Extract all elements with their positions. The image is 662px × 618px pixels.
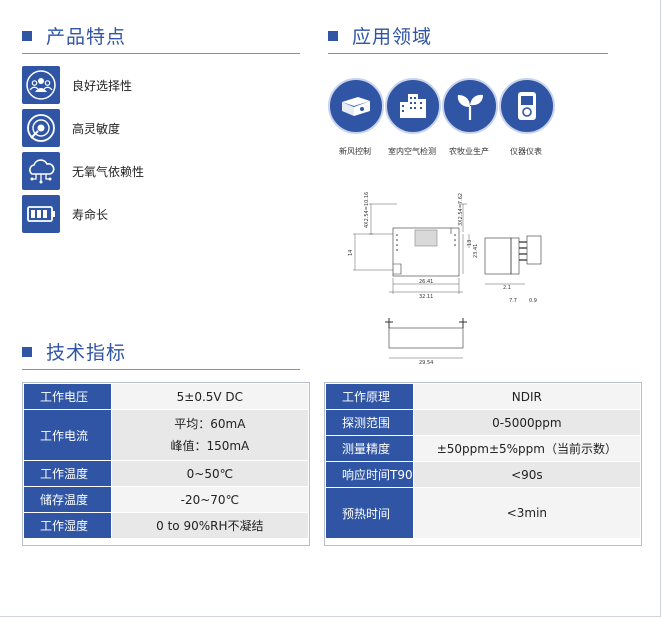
dim-label: 26.41 [419,279,433,285]
dim-label: 4X2.54=10.16 [364,192,370,228]
spec-table-left: 工作电压 5±0.5V DC 工作电流 平均：60mA 峰值：150mA 工作温… [22,382,310,546]
spec-value: <3min [412,487,642,539]
table-row: 预热时间 <3min [325,487,642,539]
table-row: 工作电压 5±0.5V DC [23,383,310,410]
feature-label: 无氧气依赖性 [72,165,145,179]
application-item: 仪器仪表 [499,78,555,158]
spec-value: 0-5000ppm [412,409,642,436]
spec-value: <90s [412,461,642,488]
dim-label: 29.54 [419,360,433,366]
features-section-heading: 产品特点 [22,22,300,54]
spec-key: 测量精度 [325,435,414,462]
application-item: 新风控制 [328,78,384,158]
dimension-drawing: 4X2.54=10.16 3X2.54=7.62 14 23.41 13 2.1… [348,192,542,366]
table-row: 储存温度 -20~70℃ [23,486,310,513]
people-group-icon [22,66,60,104]
dim-label: 23.41 [473,244,479,258]
table-row: 工作温度 0~50℃ [23,460,310,487]
application-label: 农牧业生产 [449,147,489,156]
buildings-icon [385,78,441,134]
battery-icon [22,195,60,233]
applications-title: 应用领域 [352,26,433,48]
spec-value: ±50ppm±5%ppm（当前示数） [412,435,642,462]
dim-label: 14 [348,250,354,256]
spec-value: 0 to 90%RH不凝结 [110,512,310,539]
dim-label: 3X2.54=7.62 [458,193,464,226]
spec-key: 工作温度 [23,460,112,487]
heading-marker [22,347,32,357]
table-row: 工作电流 平均：60mA 峰值：150mA [23,409,310,461]
specs-title: 技术指标 [46,342,127,364]
spec-key: 储存温度 [23,486,112,513]
spec-value: 5±0.5V DC [110,383,310,410]
spec-key: 工作原理 [325,383,414,410]
handheld-meter-icon [499,78,555,134]
applications-row: 新风控制 室内空气检测 [328,78,555,158]
sprout-icon [442,78,498,134]
dim-label: 13 [467,240,473,246]
spec-key: 工作电流 [23,409,112,461]
table-row: 探测范围 0-5000ppm [325,409,642,436]
cloud-network-icon [22,152,60,190]
spec-value: -20~70℃ [110,486,310,513]
spec-value-line: 平均：60mA [174,417,246,431]
dim-label: 2.1 [503,285,511,291]
application-item: 室内空气检测 [385,78,441,158]
heading-rule [22,369,300,370]
application-item: 农牧业生产 [442,78,498,158]
heading-marker [328,31,338,41]
air-purifier-icon [328,78,384,134]
target-sensor-icon [22,109,60,147]
spec-key: 探测范围 [325,409,414,436]
dim-label: 7.7 [509,298,517,304]
feature-label: 良好选择性 [72,79,133,93]
spec-value: NDIR [412,383,642,410]
feature-label: 高灵敏度 [72,122,121,136]
spec-value-line: 峰值：150mA [170,439,250,453]
specs-section-heading: 技术指标 [22,338,300,370]
applications-section-heading: 应用领域 [328,22,608,54]
spec-table-right: 工作原理 NDIR 探测范围 0-5000ppm 测量精度 ±50ppm±5%p… [324,382,642,546]
spec-key: 响应时间T90 [325,461,414,488]
features-title: 产品特点 [46,26,127,48]
feature-label: 寿命长 [72,208,109,222]
spec-value: 平均：60mA 峰值：150mA [110,409,310,461]
spec-key: 预热时间 [325,487,414,539]
heading-rule [22,53,300,54]
table-row: 响应时间T90 <90s [325,461,642,488]
heading-rule [328,53,608,54]
table-row: 工作原理 NDIR [325,383,642,410]
application-label: 室内空气检测 [388,147,436,156]
table-row: 工作湿度 0 to 90%RH不凝结 [23,512,310,539]
spec-key: 工作湿度 [23,512,112,539]
dim-label: 0.9 [529,298,537,304]
dim-label: 32.11 [419,294,433,300]
application-label: 新风控制 [339,147,371,156]
spec-key: 工作电压 [23,383,112,410]
heading-marker [22,31,32,41]
table-row: 测量精度 ±50ppm±5%ppm（当前示数） [325,435,642,462]
application-label: 仪器仪表 [510,147,542,156]
spec-value: 0~50℃ [110,460,310,487]
